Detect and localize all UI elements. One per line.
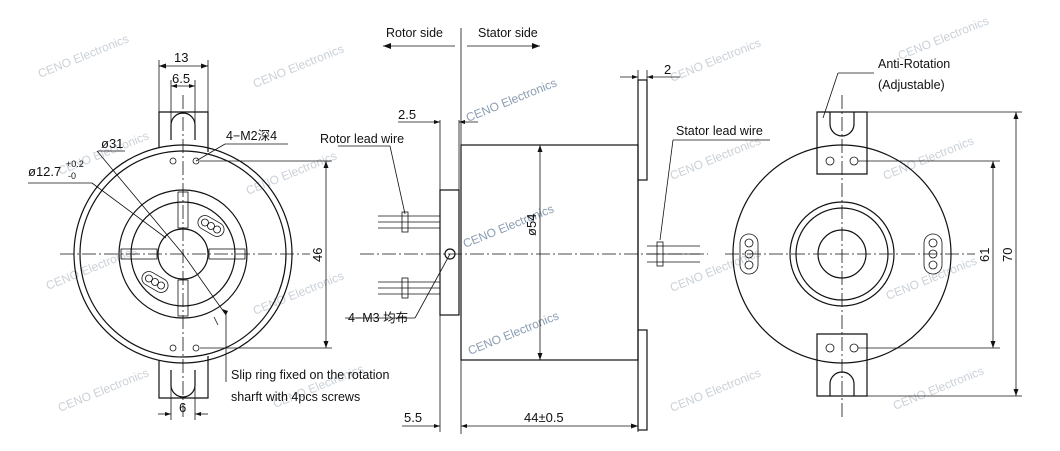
leader-d31 [96, 150, 184, 255]
watermark: CENO Electronics [668, 134, 763, 183]
stator-wire-capsule [739, 233, 759, 275]
dim-46: 46 [310, 248, 325, 262]
dim-5-5: 5.5 [404, 410, 422, 425]
watermark: CENO Electronics [891, 364, 986, 413]
rib-bottom [177, 279, 189, 317]
stator-hub [795, 207, 889, 301]
dim-44: 44±0.5 [524, 410, 564, 425]
dim-tol-upper: +0.2 [66, 159, 84, 169]
mount-hole [192, 344, 200, 352]
dim-d31: ø31 [101, 136, 123, 151]
top-tab [158, 111, 209, 152]
dim-2: 2 [664, 62, 671, 77]
rotor-hub-inner [130, 201, 236, 307]
note-slipring-2: sharft with 4pcs screws [231, 390, 360, 404]
label-m3: 4−M3 均布 [348, 311, 408, 325]
label-stator-lead-wire: Stator lead wire [676, 124, 763, 138]
stator-ring [732, 144, 952, 364]
watermark: CENO Electronics [668, 366, 763, 415]
watermark: CENO Electronics [36, 32, 131, 81]
rib-top [177, 191, 189, 229]
wire-capsule [197, 215, 225, 237]
tab-hole [825, 156, 835, 166]
dim-2-5: 2.5 [398, 107, 416, 122]
dim-70: 70 [1000, 248, 1015, 262]
stator-flange-top [637, 79, 648, 181]
dim-d12-7: ø12.7 [28, 164, 61, 179]
tab-slot-top [829, 112, 855, 137]
side-view: Rotor side Stator side [320, 26, 770, 434]
bottom-tab [158, 356, 209, 399]
tab-hole [849, 156, 859, 166]
rib-right [208, 248, 246, 260]
watermark: CENO Electronics [466, 309, 561, 358]
tab-slot-bottom [829, 371, 855, 396]
label-m2: 4−M2深4 [226, 129, 277, 143]
rotor-lead-wires [378, 211, 440, 299]
label-adjustable: (Adjustable) [878, 78, 945, 92]
watermark: CENO Electronics [44, 244, 139, 293]
outer-ring [73, 144, 293, 364]
screw [444, 248, 456, 260]
mount-hole [192, 157, 200, 165]
stator-bore [817, 229, 867, 279]
stator-flange-bottom [637, 329, 648, 431]
rotor-front-view: 13 6.5 6 46 ø31 ø12.7 +0.2 -0 4−M2深4 [28, 50, 389, 420]
watermark: CENO Electronics [668, 246, 763, 295]
rib-left [120, 248, 158, 260]
stator-lead-wires [647, 241, 700, 267]
stator-front-view: Anti-Rotation (Adjustable) 61 70 [725, 57, 1022, 420]
label-rotor-lead-wire: Rotor lead wire [320, 132, 404, 146]
watermark: CENO Electronics [56, 366, 151, 415]
dim-d54: ø54 [524, 214, 539, 236]
mount-hole [169, 157, 177, 165]
stator-wire-capsule [923, 233, 943, 275]
watermark: CENO Electronics [461, 202, 556, 251]
watermark: CENO Electronics [464, 76, 559, 125]
bore [157, 228, 209, 280]
label-rotor-side: Rotor side [386, 26, 443, 40]
dim-13: 13 [174, 50, 188, 65]
tab-hole [849, 343, 859, 353]
dim-61: 61 [977, 248, 992, 262]
leader-slipring [182, 253, 227, 316]
body [460, 144, 639, 361]
dim-6: 6 [179, 400, 186, 415]
mount-hole [169, 344, 177, 352]
leader-d12-7 [91, 182, 167, 239]
watermark: CENO Electronics [251, 42, 346, 91]
dim-tol-lower: -0 [68, 171, 76, 181]
watermark: CENO Electronics [244, 149, 339, 198]
watermark: CENO Electronics [668, 36, 763, 85]
tab-hole [825, 343, 835, 353]
watermark: CENO Electronics [251, 269, 346, 318]
watermark: CENO Electronics [896, 14, 991, 63]
stator-hub-outer [789, 201, 895, 307]
rotor-flange [439, 189, 460, 316]
outer-ring-inner [79, 150, 287, 358]
label-anti-rotation: Anti-Rotation [878, 57, 950, 71]
rotor-hub [118, 189, 248, 319]
note-slipring-1: Slip ring fixed on the rotation [231, 368, 389, 382]
label-stator-side: Stator side [478, 26, 538, 40]
dim-6-5: 6.5 [172, 71, 190, 86]
wire-capsule [141, 271, 169, 293]
